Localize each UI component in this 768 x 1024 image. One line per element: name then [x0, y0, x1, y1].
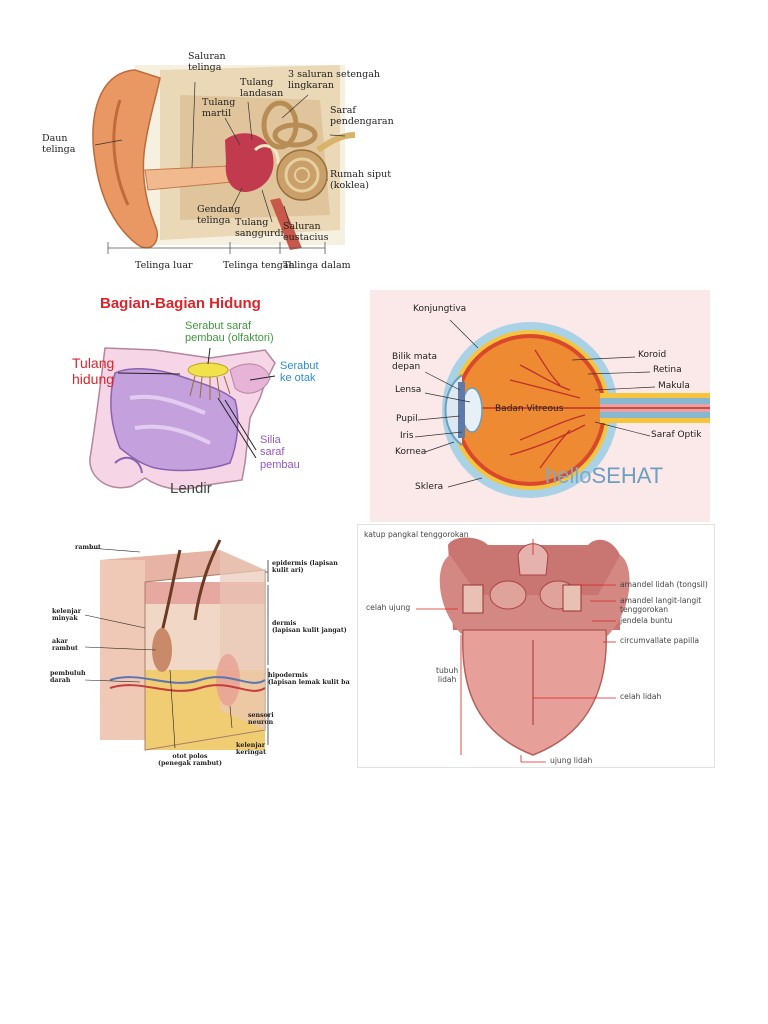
label-telinga-luar: Telinga luar [135, 260, 193, 271]
label-lensa: Lensa [395, 385, 422, 395]
skin-anatomy-diagram: rambut epidermis (lapisan kulit ari) kel… [50, 530, 350, 775]
tongue-illustration [416, 537, 630, 763]
nose-title: Bagian-Bagian Hidung [100, 295, 261, 312]
label-konjungtiva: Konjungtiva [413, 304, 467, 314]
eye-anatomy-diagram: Konjungtiva Bilik mata depan Koroid Reti… [370, 290, 710, 522]
label-akar-rambut: akar rambut [52, 638, 78, 653]
label-serabut-saraf-ke-otak: Serabut saraf ke otak [280, 360, 319, 385]
label-gendang-telinga: Gendang telinga [197, 204, 241, 226]
label-tulang-martil: Tulang martil [202, 97, 236, 119]
label-serabut-saraf-pembau: Serabut saraf pembau (olfaktori) [185, 320, 274, 345]
label-makula: Makula [658, 381, 690, 391]
hellosehat-logo: helloSEHAT [545, 463, 664, 489]
label-saraf-optik: Saraf Optik [651, 430, 702, 440]
label-jendela-buntu: jendela buntu [620, 616, 673, 625]
logo-sehat: SEHAT [591, 463, 664, 488]
label-amandel-lidah: amandel lidah (tongsil) [620, 580, 708, 589]
label-rumah-siput: Rumah siput (koklea) [330, 169, 392, 191]
label-tubuh-lidah: tubuh lidah [436, 666, 459, 684]
label-circumvallate-papilla: circumvallate papilla [620, 636, 699, 645]
label-rambut: rambut [75, 544, 101, 551]
label-otot-polos: otot polos (penegak rambut) [158, 753, 222, 768]
label-sensori-neuron: sensori neuron [248, 712, 274, 727]
skin-illustration [84, 539, 269, 751]
label-daun-telinga: Daun telinga [42, 133, 76, 155]
label-saluran-telinga: Saluran telinga [188, 51, 226, 73]
label-koroid: Koroid [638, 350, 667, 360]
label-amandel-langit-langit: amandel langit-langit tenggorokan [620, 596, 702, 614]
label-epidermis: epidermis (lapisan kulit ari) [272, 560, 338, 575]
label-pupil: Pupil [396, 414, 418, 424]
label-kornea: Kornea [395, 447, 427, 457]
label-ujung-lidah: ujung lidah [550, 756, 593, 765]
nose-anatomy-diagram: Bagian-Bagian Hidung Serabut saraf pemba… [60, 288, 320, 508]
label-bilik-mata-depan: Bilik mata depan [392, 352, 438, 373]
label-badan-vitreous: Badan Vitreous [495, 404, 564, 414]
label-celah-ujung: celah ujung [366, 603, 411, 612]
label-kelenjar-keringat: kelenjar keringat [236, 742, 267, 757]
tongue-anatomy-diagram: katup pangkal tenggorokan amandel lidah … [357, 524, 715, 768]
label-kelenjar-minyak: kelenjar minyak [52, 608, 82, 623]
label-retina: Retina [653, 365, 682, 375]
label-dermis: dermis (lapisan kulit jangat) [272, 620, 347, 635]
ear-illustration [92, 65, 356, 254]
label-pembuluh-darah: pembuluh darah [50, 670, 86, 685]
label-lendir: Lendir [170, 480, 212, 497]
eye-illustration [414, 319, 710, 498]
label-katup-pangkal-tenggorokan: katup pangkal tenggorokan [364, 530, 469, 539]
label-saraf-pendengaran: Saraf pendengaran [330, 105, 394, 127]
label-tulang-sanggurdi: Tulang sanggurdi [235, 217, 284, 239]
label-telinga-dalam: Telinga dalam [283, 260, 351, 271]
label-silia-saraf-pembau: Silia saraf pembau [260, 434, 300, 471]
label-sklera: Sklera [415, 482, 444, 492]
label-iris: Iris [400, 431, 414, 441]
label-celah-lidah: celah lidah [620, 692, 662, 701]
label-saluran-setengah-lingkaran: 3 saluran setengah lingkaran [288, 69, 381, 91]
nose-illustration [89, 347, 276, 490]
label-tulang-hidung: Tulang hidung [72, 355, 115, 387]
label-telinga-tengah: Telinga tengah [223, 260, 295, 271]
logo-hello: hello [545, 463, 592, 488]
label-tulang-landasan: Tulang landasan [240, 77, 284, 99]
label-hipodermis: hipodermis (lapisan lemak kulit bawah) [268, 672, 350, 687]
ear-anatomy-diagram: Saluran telinga Tulang landasan 3 salura… [40, 40, 420, 280]
label-saluran-eustacius: Saluran eustacius [283, 221, 329, 243]
